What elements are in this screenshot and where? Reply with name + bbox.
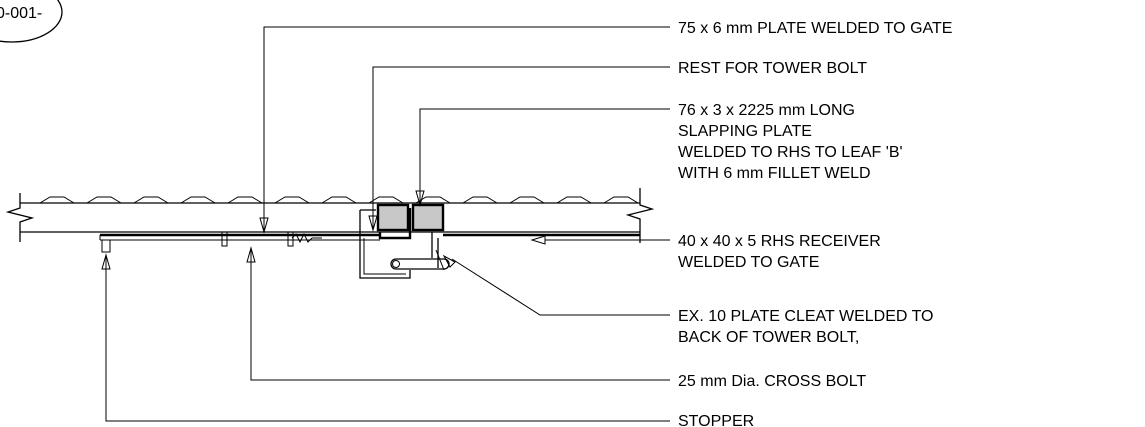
bolt-guide-mid (287, 231, 294, 247)
detail-reference-text: 0-001- (0, 5, 42, 22)
callout-plate-cleat: EX. 10 PLATE CLEAT WELDED TO BACK OF TOW… (678, 308, 938, 346)
callout-labels: 75 x 6 mm PLATE WELDED TO GATE REST FOR … (678, 20, 952, 427)
gate-leaf (5, 188, 655, 243)
break-line-right (625, 188, 655, 243)
rhs-receivers (376, 203, 640, 240)
gate-leaf-top-profile (39, 196, 639, 204)
bolt-guide-left (221, 231, 228, 247)
slapping-plate (378, 208, 412, 240)
rhs-receiver-right (411, 203, 445, 232)
callout-rhs-receiver: 40 x 40 x 5 RHS RECEIVER WELDED TO GATE (678, 233, 885, 271)
callout-rest-tower-bolt: REST FOR TOWER BOLT (678, 60, 867, 77)
callout-cross-bolt: 25 mm Dia. CROSS BOLT (678, 373, 866, 390)
tower-bolt-rest (431, 232, 439, 268)
callout-plate-welded: 75 x 6 mm PLATE WELDED TO GATE (678, 20, 952, 37)
detail-reference-bubble: 0-001- (0, 0, 63, 43)
rhs-receiver-left (376, 203, 410, 232)
stopper (101, 239, 111, 253)
break-line-left (5, 193, 35, 242)
leader-lines (101, 26, 670, 422)
callout-stopper: STOPPER (678, 413, 754, 427)
callout-slapping-plate: 76 x 3 x 2225 mm LONG SLAPPING PLATE WEL… (678, 102, 907, 182)
plate-75x6 (99, 231, 380, 253)
plate-cleat (435, 249, 445, 271)
cross-bolt-spring (291, 232, 313, 244)
